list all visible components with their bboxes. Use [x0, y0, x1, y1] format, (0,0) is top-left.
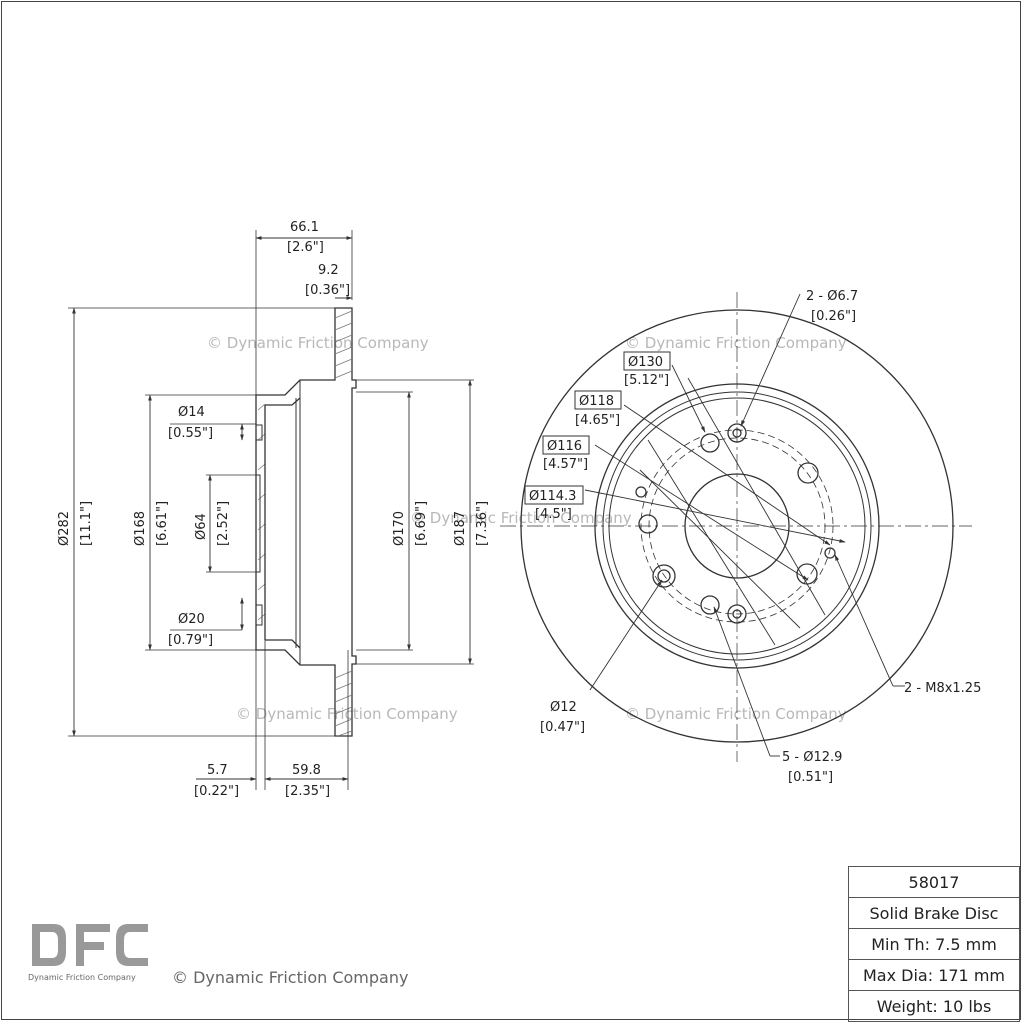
dfc-logo	[32, 924, 148, 966]
footer-copyright: © Dynamic Friction Company	[172, 968, 409, 987]
lug-hole-left	[638, 514, 658, 534]
lug-hole-bottom-right	[796, 563, 818, 585]
dim-overall-width: 66.1	[290, 220, 319, 235]
watermark-bottom-left: © Dynamic Friction Company	[236, 705, 458, 723]
dim-pocket-large-in: [0.79"]	[168, 633, 213, 648]
box-bc-130	[623, 351, 671, 371]
pilot-hole-lower	[700, 595, 720, 615]
dim-offset-in: [2.35"]	[285, 784, 330, 799]
lug-hole-bottom-left	[652, 564, 676, 588]
label-bc-118-in: [4.65"]	[575, 413, 620, 428]
box-bc-116	[542, 435, 590, 455]
watermark-top-right: © Dynamic Friction Company	[625, 334, 847, 352]
hat-inner-wall	[264, 397, 301, 649]
dim-hat-thickness: 5.7	[207, 763, 228, 778]
spec-table: 58017 Solid Brake Disc Min Th: 7.5 mm Ma…	[848, 866, 1020, 1022]
watermark-top-left: © Dynamic Friction Company	[207, 334, 429, 352]
label-bc-130-in: [5.12"]	[624, 373, 669, 388]
label-bc-116: Ø116	[547, 439, 582, 454]
spec-weight: Weight: 10 lbs	[848, 990, 1020, 1022]
dim-center-bore: Ø64	[194, 513, 209, 540]
label-bc-116-in: [4.57"]	[543, 457, 588, 472]
dim-friction-inner-in: [7.36"]	[475, 501, 490, 546]
label-hole-a-in: [0.26"]	[811, 309, 856, 324]
front-view	[500, 292, 972, 762]
section-hatch	[257, 310, 353, 737]
label-bc-118: Ø118	[579, 394, 614, 409]
lug-hole-bottom	[727, 604, 747, 624]
dim-friction-inner: Ø187	[453, 511, 468, 546]
label-bc-130: Ø130	[628, 355, 663, 370]
spec-part-number: 58017	[848, 866, 1020, 898]
front-view-leaders	[584, 293, 905, 757]
dim-disc-thickness-in: [0.36"]	[305, 283, 350, 298]
watermark-bottom-right: © Dynamic Friction Company	[625, 705, 847, 723]
label-hole-12-in: [0.47"]	[540, 720, 585, 735]
label-lug-holes: 5 - Ø12.9	[782, 750, 842, 765]
dim-offset: 59.8	[292, 763, 321, 778]
dim-hat-thickness-in: [0.22"]	[194, 784, 239, 799]
dim-overall-width-in: [2.6"]	[287, 240, 324, 255]
label-hole-12: Ø12	[550, 700, 577, 715]
label-bc-1143-in: [4.5"]	[535, 507, 572, 522]
dim-pocket-large: Ø20	[178, 612, 205, 627]
small-hole-right	[824, 547, 836, 559]
dim-inner-face-in: [6.69"]	[414, 501, 429, 546]
dim-disc-thickness: 9.2	[318, 263, 339, 278]
rotor-section-outline	[255, 307, 357, 737]
label-lug-holes-in: [0.51"]	[788, 770, 833, 785]
dim-hat-diameter-in: [6.61"]	[155, 501, 170, 546]
small-hole-left	[635, 486, 647, 498]
spec-max-diameter: Max Dia: 171 mm	[848, 959, 1020, 991]
label-thread: 2 - M8x1.25	[904, 681, 981, 696]
box-bc-118	[574, 390, 622, 410]
logo-text: Dynamic Friction Company	[28, 973, 136, 982]
box-bc-1143	[524, 485, 584, 505]
dim-outer-diameter: Ø282	[57, 511, 72, 546]
lug-hole-top	[727, 423, 747, 443]
side-view	[68, 230, 474, 790]
spec-min-thickness: Min Th: 7.5 mm	[848, 928, 1020, 960]
dim-pocket-small: Ø14	[178, 405, 205, 420]
dim-pocket-small-in: [0.55"]	[168, 426, 213, 441]
dim-outer-diameter-in: [11.1"]	[79, 501, 94, 546]
lug-hole-right	[797, 462, 819, 484]
dim-hat-diameter: Ø168	[133, 511, 148, 546]
spec-type: Solid Brake Disc	[848, 897, 1020, 929]
pilot-hole-upper	[700, 433, 720, 453]
dim-inner-face: Ø170	[392, 511, 407, 546]
label-bc-1143: Ø114.3	[529, 489, 576, 504]
dim-center-bore-in: [2.52"]	[216, 501, 231, 546]
label-hole-a: 2 - Ø6.7	[806, 289, 858, 304]
